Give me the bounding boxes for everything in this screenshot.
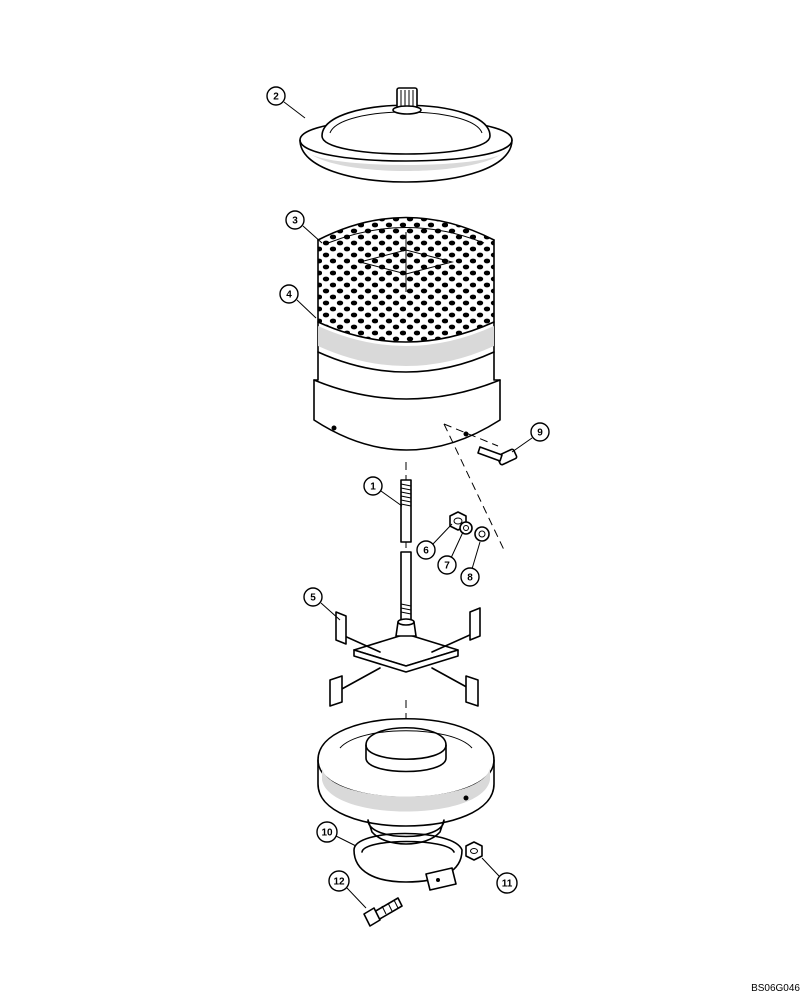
callout-11: 11 bbox=[496, 872, 518, 894]
svg-text:7: 7 bbox=[444, 561, 450, 572]
callout-12: 12 bbox=[328, 870, 350, 892]
callout-5: 5 bbox=[303, 587, 323, 607]
svg-text:2: 2 bbox=[273, 92, 279, 103]
filter-body bbox=[313, 321, 501, 451]
svg-text:12: 12 bbox=[333, 877, 345, 888]
callout-10: 10 bbox=[316, 821, 338, 843]
svg-text:10: 10 bbox=[321, 828, 333, 839]
callout-7: 7 bbox=[437, 555, 457, 575]
washer-8 bbox=[474, 526, 490, 542]
callout-6: 6 bbox=[416, 540, 436, 560]
svg-text:1: 1 bbox=[370, 482, 376, 493]
threaded-rod bbox=[400, 479, 412, 621]
svg-text:3: 3 bbox=[292, 216, 298, 227]
assembly-centerlines bbox=[405, 423, 506, 730]
svg-text:5: 5 bbox=[310, 593, 316, 604]
callout-9: 9 bbox=[530, 422, 550, 442]
screw-9 bbox=[477, 446, 518, 466]
svg-text:4: 4 bbox=[286, 290, 292, 301]
clamp-10 bbox=[353, 819, 463, 891]
svg-text:9: 9 bbox=[537, 428, 543, 439]
callout-3: 3 bbox=[285, 210, 305, 230]
bolt-12 bbox=[363, 897, 403, 927]
vane-spider bbox=[329, 607, 481, 707]
leader-lines bbox=[283, 101, 533, 909]
svg-text:6: 6 bbox=[423, 546, 429, 557]
top-cap bbox=[299, 87, 513, 183]
svg-text:8: 8 bbox=[467, 573, 473, 584]
callout-1: 1 bbox=[363, 476, 383, 496]
svg-text:11: 11 bbox=[502, 879, 513, 890]
callout-4: 4 bbox=[279, 284, 299, 304]
nut-11 bbox=[465, 841, 483, 861]
callout-2: 2 bbox=[266, 86, 286, 106]
callout-8: 8 bbox=[460, 567, 480, 587]
drawing-code: BS06G046 bbox=[751, 983, 800, 994]
bottom-housing bbox=[317, 718, 495, 827]
lockwasher-7 bbox=[459, 521, 473, 535]
perforated-screen bbox=[317, 216, 495, 342]
